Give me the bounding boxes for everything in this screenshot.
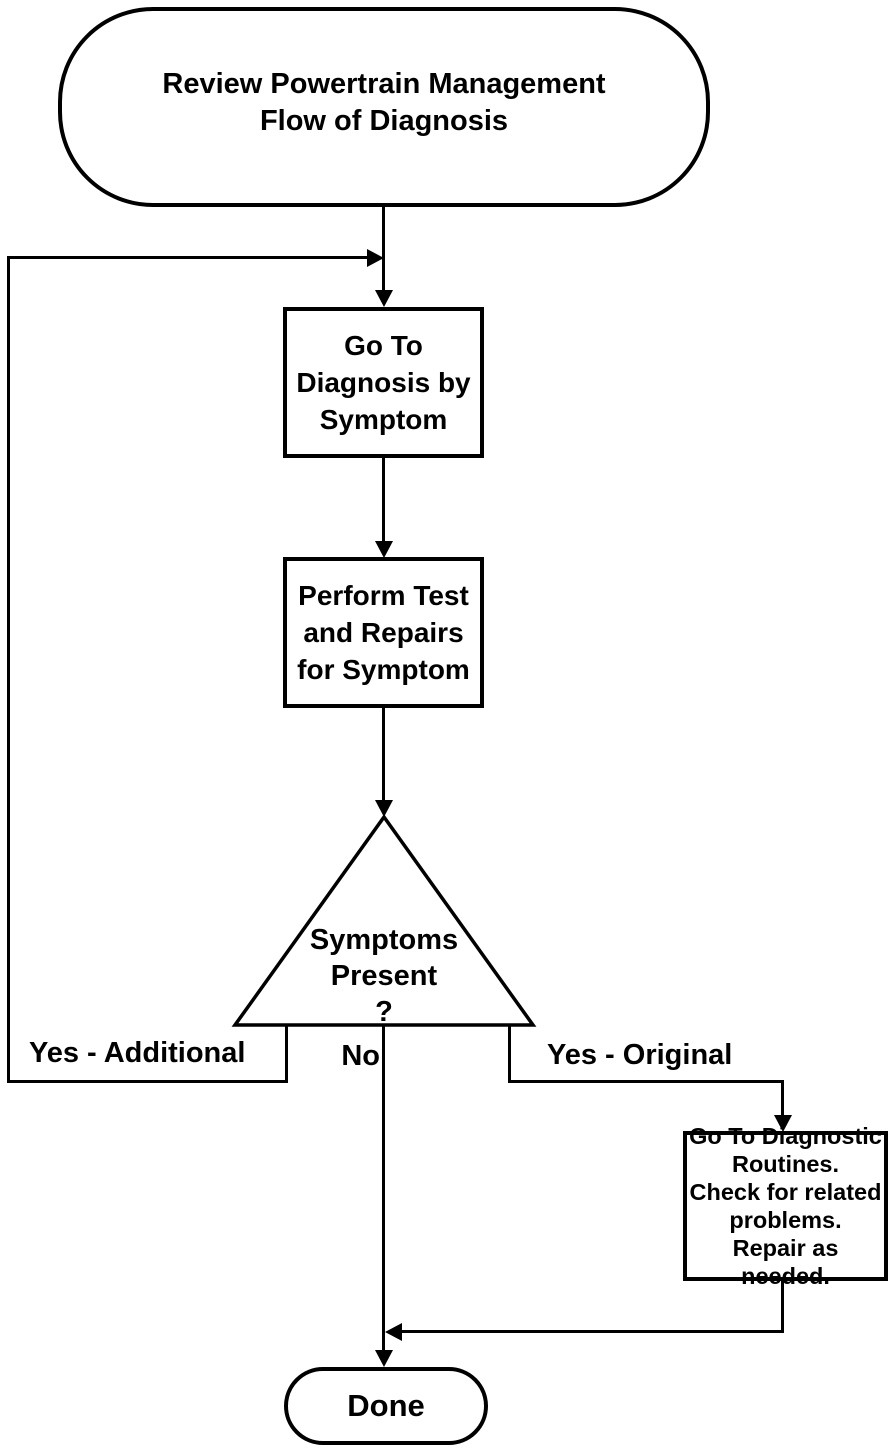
arrowhead-into-decision bbox=[375, 800, 393, 817]
perform-test-label: Perform Test and Repairs for Symptom bbox=[297, 580, 470, 685]
connector-routines-join-horizontal bbox=[400, 1330, 784, 1333]
connector-yes-original-drop bbox=[508, 1025, 511, 1082]
arrowhead-join-no-branch bbox=[385, 1323, 402, 1341]
node-start-terminator: Review Powertrain Management Flow of Dia… bbox=[58, 7, 710, 207]
go-to-diagnosis-label: Go To Diagnosis by Symptom bbox=[296, 330, 471, 435]
arrowhead-into-test-box bbox=[375, 541, 393, 558]
edge-label-yes-additional: Yes - Additional bbox=[29, 1037, 246, 1069]
connector-test-to-decision bbox=[382, 705, 385, 804]
connector-feedback-bottom-horizontal bbox=[7, 1080, 288, 1083]
arrowhead-into-done bbox=[375, 1350, 393, 1367]
connector-routines-out-vertical bbox=[781, 1278, 784, 1332]
node-go-to-diagnosis: Go To Diagnosis by Symptom bbox=[283, 307, 484, 458]
start-terminator-label: Review Powertrain Management Flow of Dia… bbox=[162, 68, 606, 137]
arrowhead-feedback-into-main-line bbox=[367, 249, 384, 267]
diagnostic-routines-label: Go To Diagnostic Routines. Check for rel… bbox=[689, 1123, 882, 1289]
done-terminator-label: Done bbox=[347, 1388, 425, 1423]
arrowhead-into-routines-box bbox=[774, 1115, 792, 1132]
edge-label-yes-original: Yes - Original bbox=[547, 1039, 733, 1071]
node-perform-test: Perform Test and Repairs for Symptom bbox=[283, 557, 484, 708]
node-done-terminator: Done bbox=[284, 1367, 488, 1445]
connector-yes-additional-drop bbox=[285, 1025, 288, 1082]
connector-feedback-top-horizontal bbox=[7, 256, 369, 259]
connector-no-branch-vertical bbox=[382, 1025, 385, 1355]
connector-feedback-left-vertical bbox=[7, 256, 10, 1082]
connector-diagnosis-to-test bbox=[382, 455, 385, 545]
node-diagnostic-routines: Go To Diagnostic Routines. Check for rel… bbox=[683, 1123, 888, 1289]
connector-yes-original-horizontal bbox=[508, 1080, 784, 1083]
arrowhead-into-diagnosis-box bbox=[375, 290, 393, 307]
edge-label-no: No bbox=[341, 1040, 380, 1072]
decision-label: Symptoms Present ? bbox=[309, 924, 459, 1028]
connector-yes-original-vertical bbox=[781, 1080, 784, 1118]
